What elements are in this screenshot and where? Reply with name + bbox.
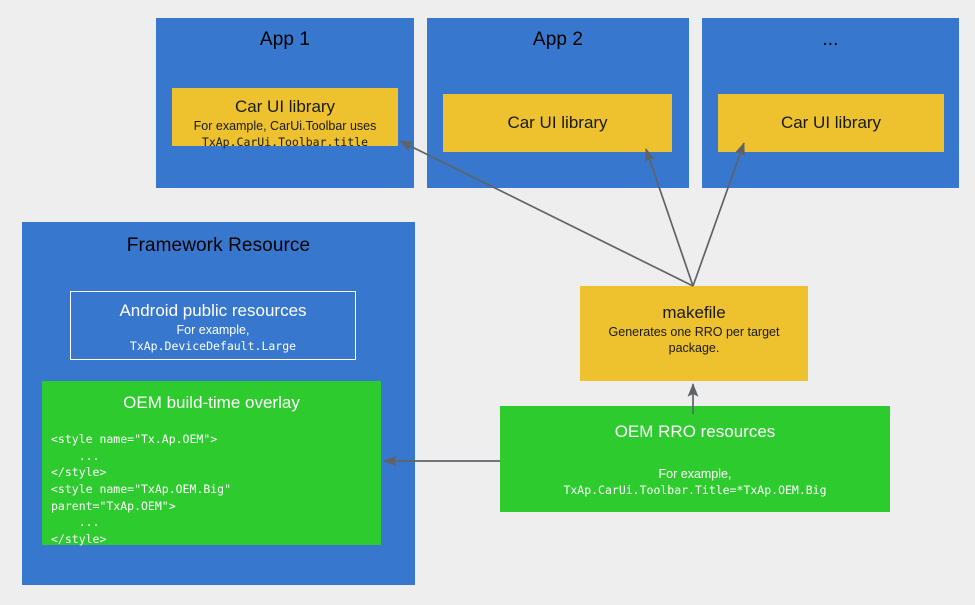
app-2-car-ui-library-box: Car UI library: [443, 94, 672, 152]
makefile-content: makefile Generates one RRO per target pa…: [592, 302, 796, 357]
app-2-title: App 2: [532, 29, 584, 50]
oem-rro-resources-title: OEM RRO resources: [614, 422, 776, 441]
oem-rro-resources-code: TxAp.CarUi.Toolbar.Title=*TxAp.OEM.Big: [563, 482, 827, 497]
app-more-car-ui-library-box: Car UI library: [718, 94, 944, 152]
android-public-resources-code: TxAp.DeviceDefault.Large: [129, 338, 297, 353]
app-1-car-ui-library-content: Car UI library For example, CarUi.Toolba…: [172, 96, 398, 150]
oem-build-time-overlay-title: OEM build-time overlay: [123, 393, 300, 412]
android-public-resources-subtitle: For example,: [176, 323, 250, 338]
android-public-resources-content: Android public resources For example, Tx…: [71, 300, 355, 354]
app-2-car-ui-library-content: Car UI library: [443, 94, 672, 152]
app-more-car-ui-library-content: Car UI library: [718, 94, 944, 152]
oem-rro-resources-content: For example, TxAp.CarUi.Toolbar.Title=*T…: [500, 465, 890, 498]
oem-rro-resources-subtitle: For example,: [658, 467, 732, 481]
oem-build-time-overlay-box: OEM build-time overlay <style name="Tx.A…: [42, 381, 381, 547]
framework-resource-title: Framework Resource: [126, 235, 311, 256]
android-public-resources-box: Android public resources For example, Tx…: [70, 291, 356, 360]
app-1-car-ui-library-code: TxAp.CarUi.Toolbar.title: [201, 134, 369, 149]
app-1-car-ui-library-subtitle: For example, CarUi.Toolbar uses: [193, 119, 377, 134]
makefile-subtitle: Generates one RRO per target package.: [608, 325, 780, 355]
oem-rro-resources-box: OEM RRO resources For example, TxAp.CarU…: [500, 406, 890, 512]
makefile-box: makefile Generates one RRO per target pa…: [580, 286, 808, 381]
app-1-car-ui-library-box: Car UI library For example, CarUi.Toolba…: [172, 88, 398, 149]
oem-build-time-overlay-code: <style name="Tx.Ap.OEM"> ... </style> <s…: [51, 432, 232, 547]
app-1-car-ui-library-title: Car UI library: [234, 97, 336, 116]
app-more-car-ui-library-title: Car UI library: [780, 113, 882, 133]
makefile-title: makefile: [662, 303, 726, 322]
app-more-title: ...: [822, 29, 839, 50]
app-1-title: App 1: [259, 29, 311, 50]
android-public-resources-title: Android public resources: [119, 301, 307, 320]
app-2-car-ui-library-title: Car UI library: [507, 113, 608, 133]
